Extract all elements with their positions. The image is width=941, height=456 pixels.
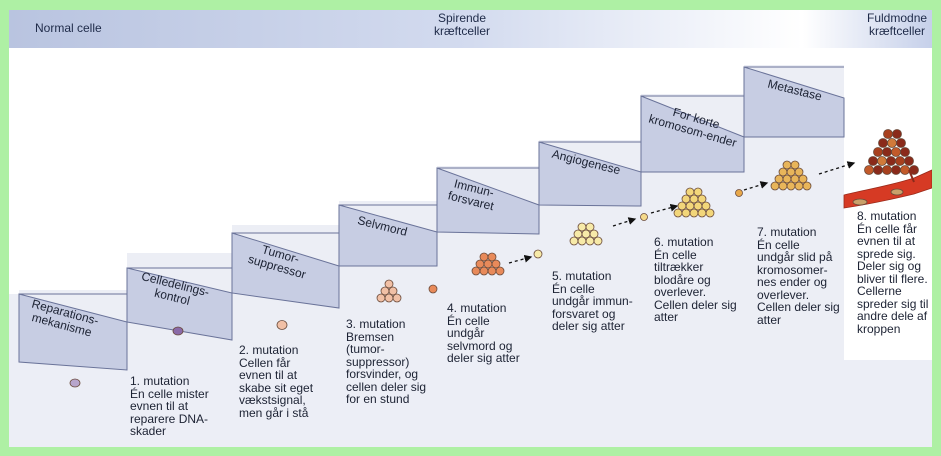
- cell-mutation-2: [276, 320, 288, 330]
- cell-single-yellow: [533, 249, 543, 259]
- arrow-4: [743, 181, 769, 191]
- riser-6: [538, 141, 642, 207]
- riser-3: [231, 232, 340, 309]
- mutation-4-text: 4. mutation Én celle undgår selvmord og …: [447, 301, 520, 365]
- mutation-2-text: 2. mutation Cellen får evnen til at skab…: [239, 343, 314, 420]
- arrow-5: [818, 161, 856, 175]
- cell-normal: [69, 378, 81, 388]
- cell-single-gold-2: [735, 189, 743, 197]
- staircase-drawing: [9, 65, 932, 447]
- stage-header-bar: [9, 10, 932, 48]
- cell-cluster-3: [376, 279, 402, 303]
- diagram-frame: Normal celle Spirende kræftceller Fuldmo…: [9, 10, 932, 447]
- cell-cluster-7: [770, 160, 812, 191]
- mutation-7-text: 7. mutation Én celle undgår slid på krom…: [757, 225, 840, 327]
- header-normal-cell: Normal celle: [35, 21, 102, 35]
- riser-1: [18, 293, 128, 371]
- cell-single-gold-1: [640, 213, 648, 221]
- mutation-1-text: 1. mutation Én celle mister evnen til at…: [130, 374, 209, 438]
- riser-7: [640, 95, 745, 173]
- arrow-1: [508, 254, 533, 264]
- staircase-body: [9, 65, 844, 360]
- cells: [69, 129, 932, 388]
- arrow-2: [612, 217, 637, 227]
- cell-in-vessel-2: [890, 188, 904, 196]
- cell-cluster-4: [471, 252, 505, 276]
- riser-4: [338, 204, 438, 267]
- header-mature-cancer: Fuldmodne kræftceller: [867, 11, 928, 38]
- mutation-5-text: 5. mutation Én celle undgår immun- forsv…: [552, 269, 633, 333]
- header-emerging-cancer: Spirende kræftceller: [434, 11, 491, 38]
- cell-mutation-1: [172, 326, 184, 336]
- progression-arrows: [508, 161, 856, 264]
- stair-edges: [19, 66, 844, 295]
- mutation-8-text: 8. mutation Én celle får evnen til at sp…: [857, 209, 929, 336]
- cell-in-vessel-1: [852, 198, 868, 206]
- arrow-3: [650, 203, 679, 214]
- riser-5: [436, 167, 540, 235]
- floor: [9, 360, 932, 447]
- cell-cluster-5: [569, 222, 603, 246]
- invasion-strand: [908, 169, 915, 183]
- cell-single-orange: [428, 284, 438, 294]
- mutation-3-text: 3. mutation Bremsen (tumor- suppressor) …: [346, 317, 427, 406]
- stair-risers: [18, 66, 845, 371]
- riser-2: [126, 267, 233, 341]
- cell-cluster-6: [673, 187, 715, 218]
- cell-cluster-8: [864, 129, 919, 175]
- riser-8: [743, 66, 845, 138]
- mutation-6-text: 6. mutation Én celle tiltrækker blodåre …: [654, 235, 737, 324]
